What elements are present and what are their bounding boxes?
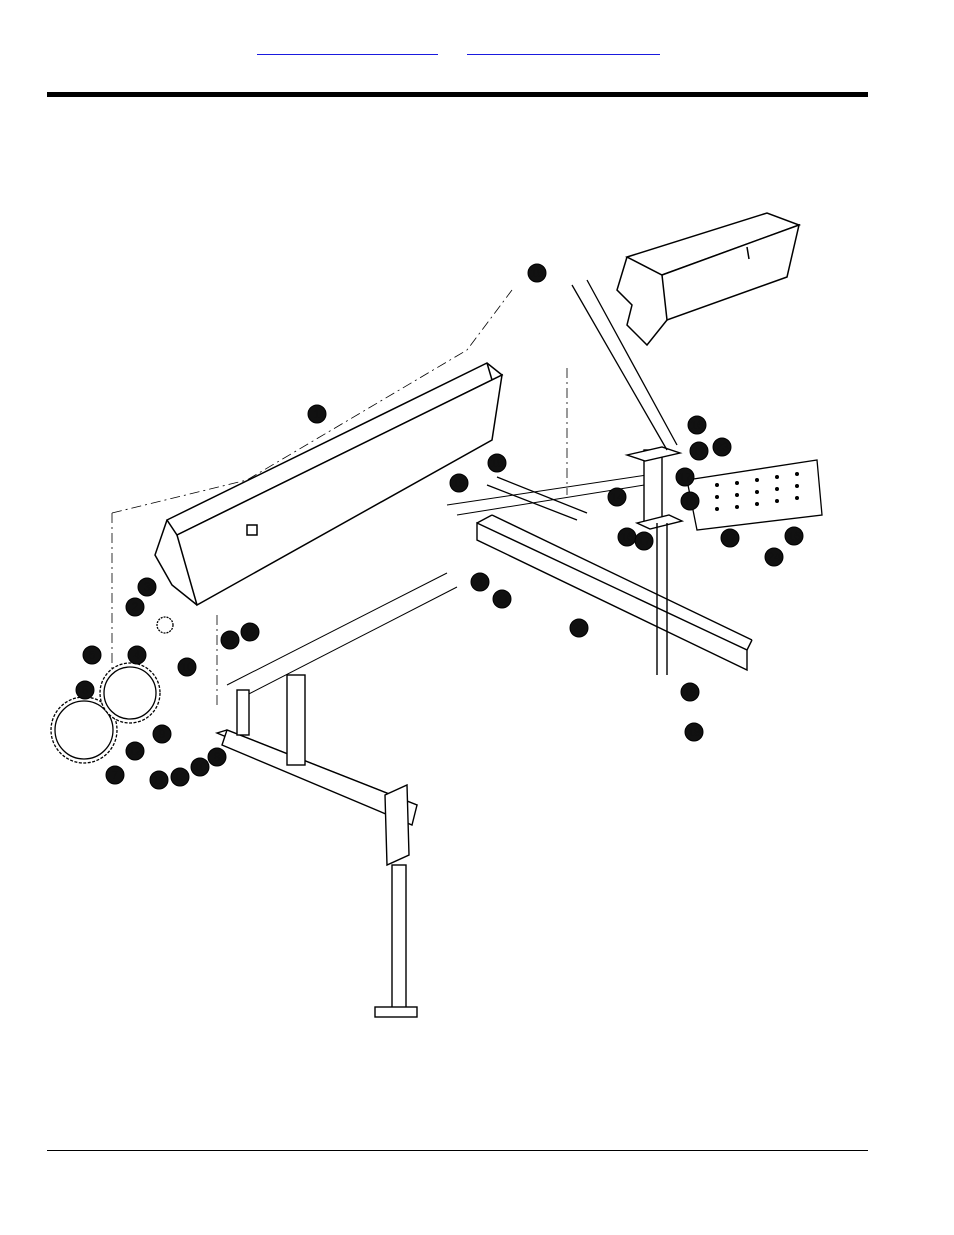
callout-labels: 1 2 3 4 5 6 7 8 9 10 10 11 11 12 12 13 1… <box>75 263 804 790</box>
svg-text:6: 6 <box>82 683 89 697</box>
sprockets <box>50 616 174 764</box>
header-link-left[interactable] <box>257 40 438 55</box>
svg-text:16: 16 <box>683 494 697 508</box>
callout-12a: 12 <box>240 622 260 642</box>
svg-text:18: 18 <box>683 685 697 699</box>
svg-text:12: 12 <box>243 625 257 639</box>
svg-text:22: 22 <box>572 621 586 635</box>
callout-21: 21 <box>492 589 512 609</box>
svg-text:17: 17 <box>678 470 692 484</box>
svg-text:4: 4 <box>134 648 141 662</box>
svg-text:10: 10 <box>180 660 194 674</box>
callout-17c: 17 <box>634 531 654 551</box>
svg-text:20: 20 <box>473 575 487 589</box>
seed-hopper <box>154 362 504 607</box>
callout-13: 13 <box>170 767 190 787</box>
svg-text:15: 15 <box>530 266 544 280</box>
callout-5: 5 <box>82 645 102 665</box>
callout-17b: 17 <box>675 467 695 487</box>
callout-16a: 16 <box>687 415 707 435</box>
footer-rule <box>47 1150 868 1151</box>
svg-text:17: 17 <box>692 444 706 458</box>
callout-15b: 15 <box>487 453 507 473</box>
main-frame-beam <box>476 514 753 672</box>
svg-text:17: 17 <box>637 534 651 548</box>
callout-11b: 11 <box>149 770 169 790</box>
callout-6: 6 <box>75 680 95 700</box>
svg-text:24: 24 <box>767 550 781 564</box>
callout-8: 8 <box>207 747 227 767</box>
callout-20: 20 <box>470 572 490 592</box>
callout-11a: 11 <box>220 630 240 650</box>
callout-9: 9 <box>152 724 172 744</box>
svg-text:21: 21 <box>495 592 509 606</box>
svg-text:11: 11 <box>224 633 237 647</box>
svg-text:3: 3 <box>144 580 151 594</box>
callout-7: 7 <box>105 765 125 785</box>
svg-text:14: 14 <box>610 490 624 504</box>
svg-text:16: 16 <box>787 529 801 543</box>
svg-text:17: 17 <box>723 531 737 545</box>
header-link-right[interactable] <box>467 40 660 55</box>
callout-15a: 15 <box>527 263 547 283</box>
rods <box>486 279 678 521</box>
svg-text:12: 12 <box>128 744 142 758</box>
svg-text:2: 2 <box>132 600 139 614</box>
callout-18b: 18 <box>684 722 704 742</box>
callout-17a: 17 <box>689 441 709 461</box>
svg-text:11: 11 <box>153 773 166 787</box>
callout-3: 3 <box>137 577 157 597</box>
stand-assembly <box>214 674 418 1018</box>
step-plate <box>686 459 823 531</box>
callout-23: 23 <box>712 437 732 457</box>
svg-text:15: 15 <box>490 456 504 470</box>
svg-text:1: 1 <box>314 407 321 421</box>
svg-text:16: 16 <box>690 418 704 432</box>
svg-text:10: 10 <box>193 760 207 774</box>
parts-drawing: 1 2 3 4 5 6 7 8 9 10 10 11 11 12 12 13 1… <box>50 212 823 1018</box>
callout-16d: 16 <box>784 526 804 546</box>
svg-text:19: 19 <box>452 476 466 490</box>
callout-10b: 10 <box>190 757 210 777</box>
cross-beams <box>226 474 658 701</box>
callout-24: 24 <box>764 547 784 567</box>
svg-text:7: 7 <box>112 768 119 782</box>
svg-text:13: 13 <box>173 770 187 784</box>
svg-text:18: 18 <box>687 725 701 739</box>
callout-2: 2 <box>125 597 145 617</box>
svg-text:16: 16 <box>620 530 634 544</box>
callout-16b: 16 <box>680 491 700 511</box>
svg-text:8: 8 <box>214 750 221 764</box>
svg-text:23: 23 <box>715 440 729 454</box>
callout-19: 19 <box>449 473 469 493</box>
header-links <box>0 40 954 60</box>
svg-text:9: 9 <box>159 727 166 741</box>
header-rule <box>47 92 868 97</box>
callout-14: 14 <box>607 487 627 507</box>
callout-12b: 12 <box>125 741 145 761</box>
rear-hopper <box>616 212 802 347</box>
upright-post <box>624 446 685 675</box>
callout-17d: 17 <box>720 528 740 548</box>
callout-18a: 18 <box>680 682 700 702</box>
callout-22: 22 <box>569 618 589 638</box>
callout-1: 1 <box>307 404 327 424</box>
svg-text:5: 5 <box>89 648 96 662</box>
exploded-parts-diagram: 1 2 3 4 5 6 7 8 9 10 10 11 11 12 12 13 1… <box>47 185 827 1030</box>
callout-10a: 10 <box>177 657 197 677</box>
callout-16c: 16 <box>617 527 637 547</box>
callout-4: 4 <box>127 645 147 665</box>
